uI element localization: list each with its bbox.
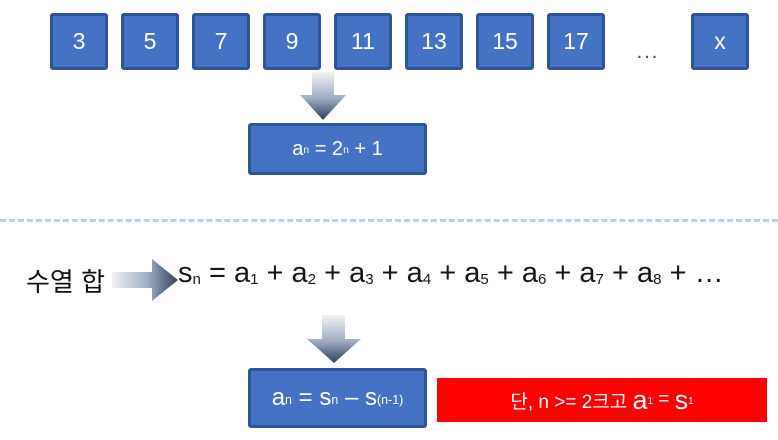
sequence-box: 13 <box>405 13 463 70</box>
sequence-box: 15 <box>476 13 534 70</box>
down-arrow-icon <box>300 72 346 120</box>
sequence-box: 11 <box>334 13 392 70</box>
section-divider <box>0 219 778 222</box>
sum-label: 수열 합 <box>26 267 105 297</box>
right-arrow-icon <box>112 259 178 301</box>
sequence-box: 17 <box>547 13 605 70</box>
sequence-box: 9 <box>263 13 321 70</box>
sequence-box: 3 <box>50 13 108 70</box>
sequence-ellipsis: ... <box>636 41 660 63</box>
sequence-box: 7 <box>192 13 250 70</box>
down-arrow-icon <box>307 315 361 363</box>
sequence-box-x: x <box>691 13 749 70</box>
sum-formula: sn = a1 + a2 + a3 + a4 + a5 + a6 + a7 + … <box>178 257 724 289</box>
sequence-box: 5 <box>121 13 179 70</box>
